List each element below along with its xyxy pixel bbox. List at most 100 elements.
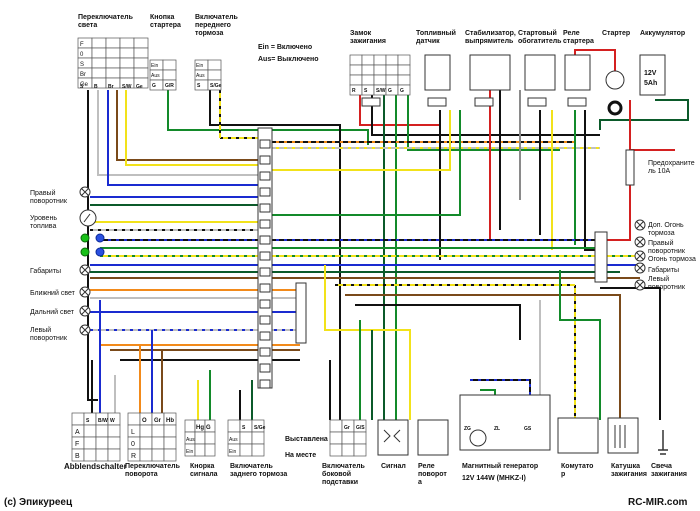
horn-row-0: Aus xyxy=(186,437,195,443)
light-switch-grid-cell xyxy=(119,37,135,49)
ignition-grid-cell xyxy=(349,74,363,86)
harness-pin xyxy=(259,267,271,277)
light-switch-grid-cell xyxy=(133,67,149,79)
light-switch-row-3: Br xyxy=(80,72,86,78)
front-brake-pin-0: S xyxy=(197,83,201,89)
horn-grid-cell xyxy=(194,431,206,445)
front-brake-grid-cell xyxy=(207,69,222,81)
rear-brake-grid-cell xyxy=(227,419,241,433)
abblend-grid-cell xyxy=(71,412,85,426)
stabilizer-label: Стабилизатор, выпрямитель xyxy=(465,30,516,45)
left-right-turn-label: Правый поворотник xyxy=(30,190,67,205)
light-switch-pin-1: B xyxy=(94,84,98,90)
wire-green xyxy=(559,270,601,420)
extended-label: Выставлена xyxy=(285,436,328,443)
rear-parking-label: Габариты xyxy=(648,267,680,274)
abblend-grid-cell xyxy=(95,448,109,462)
turn-switch-row-0: L xyxy=(131,429,135,436)
turn-switch-grid-cell xyxy=(151,436,165,450)
harness-pin xyxy=(259,139,271,149)
light-switch-grid-cell xyxy=(133,47,149,59)
turn-switch-grid-cell xyxy=(139,448,153,462)
ignition-grid-cell xyxy=(361,74,375,86)
battery-box xyxy=(639,54,666,96)
fuel-gauge-needle xyxy=(83,213,91,223)
horn-grid-cell xyxy=(194,443,206,457)
wire-darkgreen xyxy=(599,99,689,130)
abblend-grid-cell xyxy=(107,436,121,450)
light-switch-label: Переключатель света xyxy=(78,14,133,29)
wire-blue xyxy=(107,90,265,186)
ignition-grid-cell xyxy=(397,64,411,76)
front-brake-pin-1: S/Ge xyxy=(210,83,222,89)
harness-pin xyxy=(259,203,271,213)
wire-brown xyxy=(116,90,265,161)
light-switch-grid-cell xyxy=(91,47,107,59)
turn-switch-grid-cell xyxy=(139,436,153,450)
harness-pin xyxy=(259,283,271,293)
light-switch-grid-cell xyxy=(91,67,107,79)
magneto-pin-2: GS xyxy=(524,426,532,432)
wire-yellow xyxy=(324,265,411,420)
ignition-grid-cell xyxy=(397,54,411,66)
front-brake-row-1: Aus xyxy=(196,73,205,79)
starter-motor xyxy=(605,70,625,90)
horn-grid-cell xyxy=(184,419,196,433)
rear-brake-row-1: Ein xyxy=(229,449,236,455)
rear-brake-grid-cell xyxy=(239,431,253,445)
left-turn-label: Левый поворотник xyxy=(30,327,67,342)
horn-pin-0: Hg xyxy=(196,425,204,431)
light-switch-row-1: 0 xyxy=(80,52,84,58)
light-switch-row-0: F xyxy=(80,42,84,48)
turn-relay-label: Реле поворот а xyxy=(418,463,447,486)
kickstand-grid-cell xyxy=(329,443,343,457)
abblend-grid-cell xyxy=(95,436,109,450)
wire-red xyxy=(629,100,675,151)
turn-switch-grid-cell xyxy=(163,424,177,438)
horn-grid-cell xyxy=(204,443,216,457)
abblend-head-0: S xyxy=(86,418,90,424)
light-switch-grid-cell xyxy=(133,77,149,89)
left-lamp-3-cross xyxy=(81,307,89,315)
right-lamp-3-cross xyxy=(636,264,644,272)
ignition-pin-2: S/W xyxy=(376,88,386,94)
rear-brake-grid-cell xyxy=(251,431,265,445)
left-parking-label: Габариты xyxy=(30,268,62,275)
turn-switch-label: Переключатель поворота xyxy=(125,463,180,478)
ignition-grid-cell xyxy=(373,64,387,76)
harness-pin xyxy=(259,379,271,389)
ignition-pin-1: S xyxy=(364,88,368,94)
left-lamp-4-cross xyxy=(81,326,89,334)
starter-button-row-1: Aus xyxy=(151,73,160,79)
harness-pin xyxy=(259,187,271,197)
battery-capacity-text: 5Ah xyxy=(644,80,657,87)
starter-button-grid-cell xyxy=(162,59,177,71)
light-switch-grid-cell xyxy=(133,57,149,69)
abblend-head-2: W xyxy=(110,418,115,424)
starter-label: Стартер xyxy=(602,30,631,37)
turn-switch-head-0: O xyxy=(142,418,147,424)
fuse-box xyxy=(625,149,635,186)
spark-plug-label: Свеча зажигания xyxy=(651,463,687,478)
turn-switch-grid-cell xyxy=(163,448,177,462)
horn-button-label: Кнорка сигнала xyxy=(190,463,218,478)
ignition-grid-cell xyxy=(385,74,399,86)
starter-button-pin-0: G xyxy=(152,83,156,89)
ignition-grid-cell xyxy=(397,74,411,86)
starter-relay-box xyxy=(564,54,591,91)
wire-green xyxy=(407,95,560,151)
starter-button-grid-cell xyxy=(162,69,177,81)
fuse-label: Предохраните ль 10А xyxy=(648,160,695,175)
light-switch-pin-0: S xyxy=(80,84,84,90)
wire-black xyxy=(87,90,98,401)
battery-label: Аккумулятор xyxy=(640,30,686,37)
kickstand-grid-cell xyxy=(341,443,355,457)
horn-pin-1: G xyxy=(206,425,211,431)
horn-grid-cell xyxy=(204,431,216,445)
light-switch-grid-cell xyxy=(105,67,121,79)
abblend-row-0: A xyxy=(75,429,80,436)
starter-button-pin-1: G/R xyxy=(165,83,174,89)
ignition-coil-box xyxy=(607,417,639,454)
abblend-grid-cell xyxy=(107,424,121,438)
wire-black xyxy=(584,110,600,251)
